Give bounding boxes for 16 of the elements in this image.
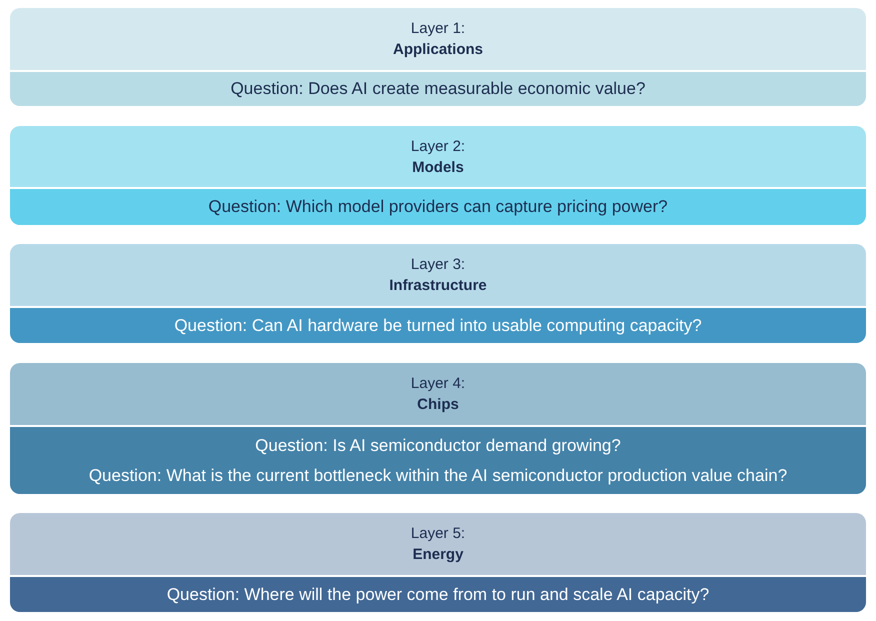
layer-card: [10, 244, 866, 343]
question-text: Question: What is the current bottleneck within the AI semiconductor production value chain?: [88, 464, 788, 486]
layer-card: [10, 126, 866, 225]
layer-heading: Layer 1: Applications: [392, 19, 483, 60]
question-text: Question: Does AI create measurable economic value?: [230, 78, 646, 100]
layer-card: [10, 8, 866, 106]
layer-heading: Layer 2: Models: [410, 136, 466, 178]
question-text: Question: Can AI hardware be turned into usable computing capacity?: [174, 314, 702, 336]
layer-heading: Layer 3: Infrastructure: [389, 255, 487, 296]
layer-heading: Layer 5: Energy: [410, 524, 466, 565]
question-text: Question: Which model providers can capture pricing power?: [208, 196, 668, 218]
layer-heading: Layer 4: Chips: [410, 374, 466, 415]
layer-card: [10, 363, 866, 494]
question-text: Question: Where will the power come from to run and scale AI capacity?: [166, 584, 710, 606]
question-text: Question: Is AI semiconductor demand growing?: [255, 434, 621, 456]
layer-card: [10, 513, 866, 612]
